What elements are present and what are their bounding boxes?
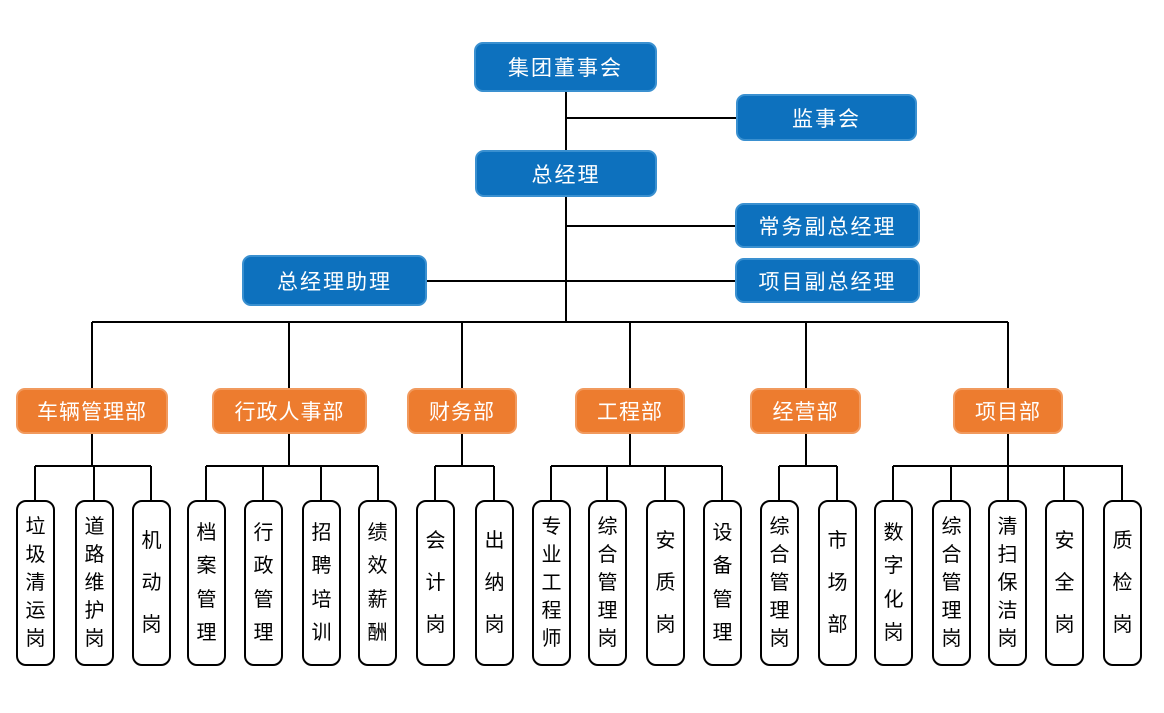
post-safety: 安全岗: [1045, 500, 1084, 666]
post-general-management-eng: 综合管理岗: [588, 500, 627, 666]
node-gm-assistant: 总经理助理: [242, 255, 427, 306]
post-archives-management: 档案管理: [187, 500, 226, 666]
post-performance-compensation: 绩效薪酬: [358, 500, 397, 666]
dept-admin-hr: 行政人事部: [212, 388, 367, 434]
node-group-board: 集团董事会: [474, 42, 657, 92]
post-admin-management: 行政管理: [244, 500, 283, 666]
post-professional-engineer: 专业工程师: [532, 500, 571, 666]
post-general-management-proj: 综合管理岗: [932, 500, 971, 666]
post-road-maintenance: 道路维护岗: [75, 500, 114, 666]
dept-engineering: 工程部: [575, 388, 685, 434]
node-executive-deputy-gm: 常务副总经理: [735, 203, 920, 248]
dept-project: 项目部: [953, 388, 1063, 434]
dept-vehicle-management: 车辆管理部: [16, 388, 168, 434]
post-cleaning: 清扫保洁岗: [988, 500, 1027, 666]
post-equipment-management: 设备管理: [703, 500, 742, 666]
dept-finance: 财务部: [407, 388, 517, 434]
post-safety-quality: 安质岗: [646, 500, 685, 666]
post-digitalization: 数字化岗: [874, 500, 913, 666]
post-quality-inspection: 质检岗: [1103, 500, 1142, 666]
post-market-dept: 市场部: [818, 500, 857, 666]
node-general-manager: 总经理: [475, 150, 657, 197]
post-mobile: 机动岗: [132, 500, 171, 666]
node-supervisory-board: 监事会: [736, 94, 917, 141]
post-recruitment-training: 招聘培训: [302, 500, 341, 666]
post-general-management-ops: 综合管理岗: [760, 500, 799, 666]
dept-operations: 经营部: [750, 388, 861, 434]
post-accounting: 会计岗: [416, 500, 455, 666]
node-project-deputy-gm: 项目副总经理: [735, 258, 920, 303]
post-cashier: 出纳岗: [475, 500, 514, 666]
post-garbage-removal: 垃圾清运岗: [16, 500, 55, 666]
